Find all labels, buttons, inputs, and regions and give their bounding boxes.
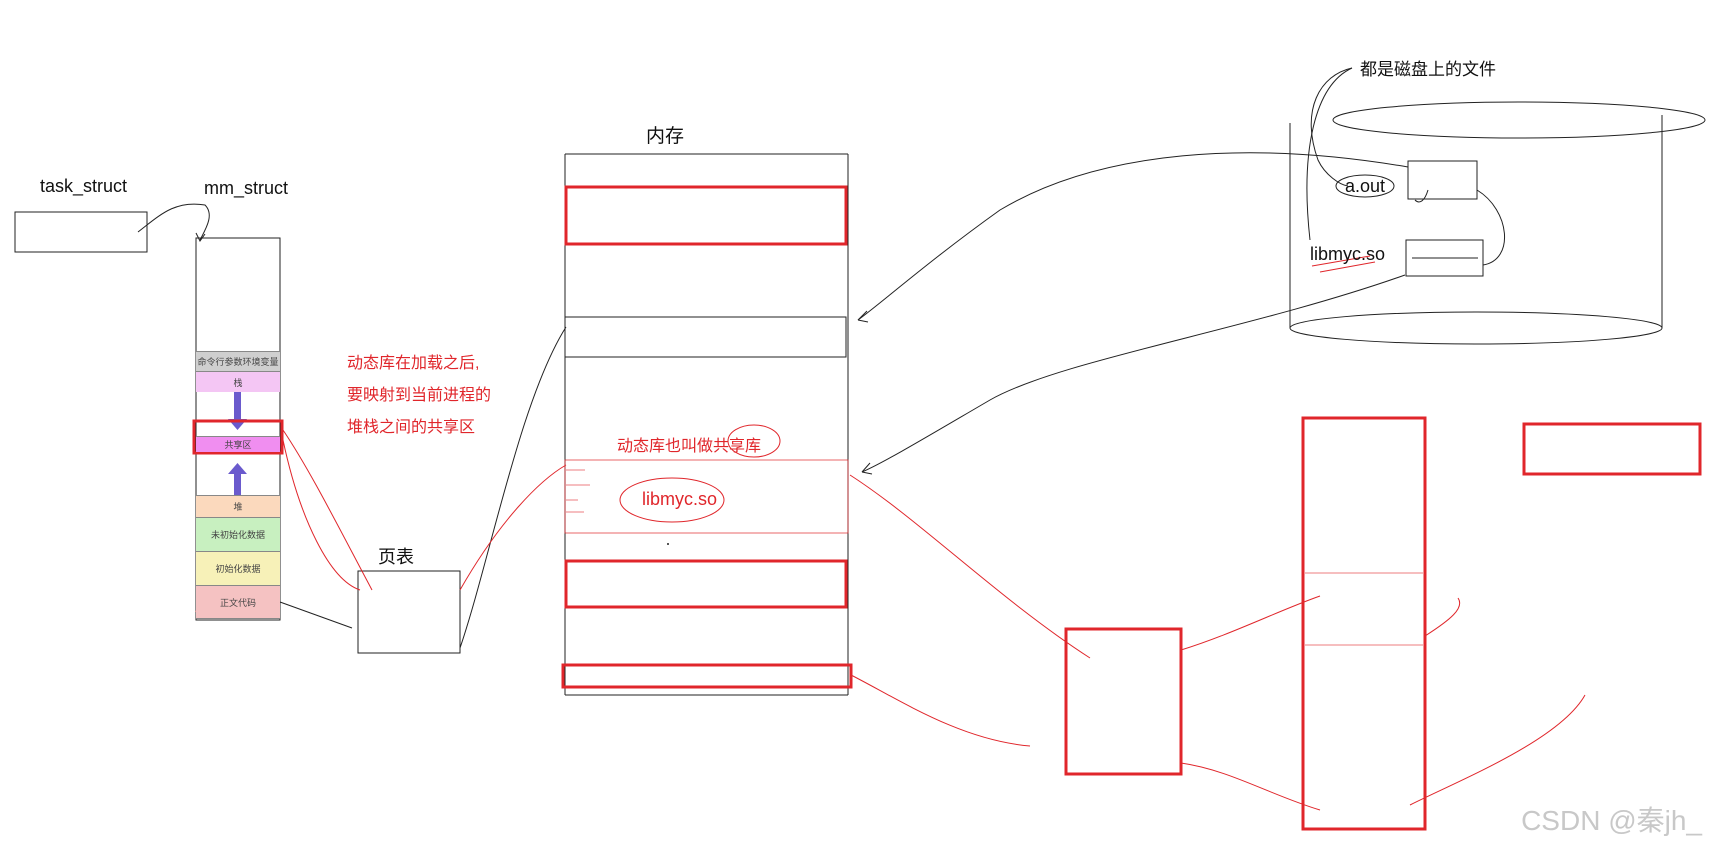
segment-args-env: 命令行参数环境变量 [196, 351, 280, 371]
shared-lib-note: 动态库也叫做共享库 [617, 438, 762, 455]
memory-bottom-red [850, 674, 1031, 747]
heap-up-arrow-head [228, 463, 247, 474]
right-tall-box [1301, 416, 1427, 831]
segment-bss: 未初始化数据 [196, 517, 280, 551]
page-table-label: 页表 [378, 547, 414, 567]
page-table-box [357, 570, 461, 654]
pagetable-to-libmyc-red [459, 464, 567, 591]
segment-data: 初始化数据 [196, 551, 280, 585]
mm-to-pagetable-line [279, 601, 353, 629]
load-note-line-1: 动态库在加载之后, [347, 355, 480, 372]
libmyc-to-memory-arrow [861, 274, 1406, 473]
mm-struct-label: mm_struct [204, 178, 289, 198]
watermark: CSDN @秦jh_ [1521, 805, 1702, 836]
shared-to-pagetable-red [282, 429, 373, 591]
memory-block-lower [564, 559, 848, 609]
disk-cylinder-top [1332, 101, 1706, 139]
shared-lib-circle [727, 424, 781, 458]
task-to-mm-arrow [137, 203, 210, 241]
segment-text: 正文代码 [196, 585, 280, 619]
memory-block-bottom [561, 663, 853, 689]
heap-up-arrow-shaft [234, 474, 241, 496]
load-note-line-2: 要映射到当前进程的 [347, 387, 492, 404]
pagetable-to-memory-line [459, 326, 567, 649]
memory-block-mapped [564, 316, 847, 358]
libmyc-memory-label: libmyc.so [642, 489, 718, 509]
memory-label: 内存 [646, 126, 685, 147]
disk-files-label: 都是磁盘上的文件 [1360, 60, 1496, 79]
segment-stack: 栈 [196, 371, 280, 392]
mm-struct-column [195, 237, 281, 621]
shared-region-highlight [192, 419, 284, 455]
stack-down-arrow-shaft [234, 392, 241, 420]
load-note-line-3: 堆栈之间的共享区 [347, 419, 476, 436]
libmyc-circle [619, 477, 725, 523]
segment-heap: 堆 [196, 495, 280, 517]
memory-block-top [564, 185, 848, 246]
right-small-box [1064, 627, 1183, 776]
libmyc-disk-label: libmyc.so [1310, 244, 1386, 264]
task-struct-label: task_struct [40, 176, 128, 196]
disk-label-curve [1310, 67, 1353, 187]
task-struct-box [14, 211, 148, 253]
aout-to-memory-arrow [857, 152, 1409, 321]
libmyc-file-box [1405, 239, 1484, 277]
a-out-file-box [1407, 160, 1478, 200]
memory-block-libmyc [564, 459, 849, 534]
right-wide-box [1522, 422, 1702, 476]
segment-shared: 共享区 [196, 436, 280, 452]
memory-to-right-red [849, 474, 1091, 659]
a-out-label: a.out [1345, 176, 1386, 196]
disk-cylinder-bottom [1289, 311, 1663, 345]
